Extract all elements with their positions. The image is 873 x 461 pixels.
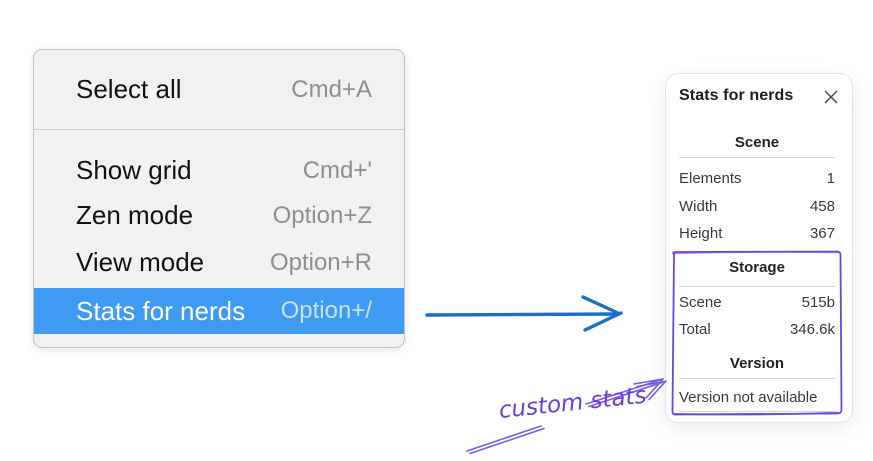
divider <box>679 157 835 158</box>
menu-item-shortcut: Cmd+A <box>291 75 372 103</box>
annotation-label: custom stats <box>497 382 648 424</box>
stat-label: Elements <box>679 170 742 187</box>
menu-item-show-grid[interactable]: Show grid Cmd+' <box>34 148 404 193</box>
stat-label: Width <box>679 198 718 215</box>
menu-item-stats-for-nerds[interactable]: Stats for nerds Option+/ <box>34 288 404 334</box>
menu-item-shortcut: Option+R <box>269 248 372 276</box>
stat-value: 1 <box>826 170 835 187</box>
stat-label: Height <box>679 225 723 242</box>
menu-divider <box>34 129 404 130</box>
stat-value: 458 <box>809 198 835 215</box>
context-menu: Select all Cmd+A Show grid Cmd+' Zen mod… <box>33 49 405 348</box>
version-note: Version not available <box>679 389 818 406</box>
stat-row-height: Height 367 <box>679 224 835 244</box>
menu-item-shortcut: Option+/ <box>280 297 372 324</box>
menu-item-label: Zen mode <box>76 200 194 230</box>
stats-panel: Stats for nerds Scene Elements 1 Width 4… <box>665 73 853 423</box>
menu-item-zen-mode[interactable]: Zen mode Option+Z <box>34 193 404 238</box>
stat-label: Scene <box>679 294 722 311</box>
section-heading-storage: Storage <box>729 259 785 276</box>
divider <box>679 286 835 287</box>
stat-row-width: Width 458 <box>679 197 835 217</box>
close-icon[interactable] <box>822 88 840 106</box>
menu-item-label: View mode <box>76 247 205 277</box>
stat-row-elements: Elements 1 <box>679 169 835 189</box>
menu-item-shortcut: Option+Z <box>272 201 372 229</box>
divider <box>679 411 835 412</box>
stat-value: 346.6k <box>789 321 835 338</box>
stats-panel-title: Stats for nerds <box>679 87 794 104</box>
stat-row-scene-storage: Scene 515b <box>679 293 835 313</box>
menu-item-select-all[interactable]: Select all Cmd+A <box>34 67 404 112</box>
stat-value: 367 <box>809 225 835 242</box>
menu-item-label: Select all <box>76 74 182 104</box>
menu-item-label: Stats for nerds <box>76 295 246 326</box>
section-heading-version: Version <box>729 355 785 372</box>
menu-item-shortcut: Cmd+' <box>302 156 372 184</box>
divider <box>679 378 835 379</box>
section-heading-scene: Scene <box>734 134 780 151</box>
stat-value: 515b <box>801 294 835 311</box>
menu-item-view-mode[interactable]: View mode Option+R <box>34 240 404 285</box>
menu-item-label: Show grid <box>76 155 192 185</box>
stat-row-total-storage: Total 346.6k <box>679 320 835 340</box>
stat-label: Total <box>679 321 711 338</box>
